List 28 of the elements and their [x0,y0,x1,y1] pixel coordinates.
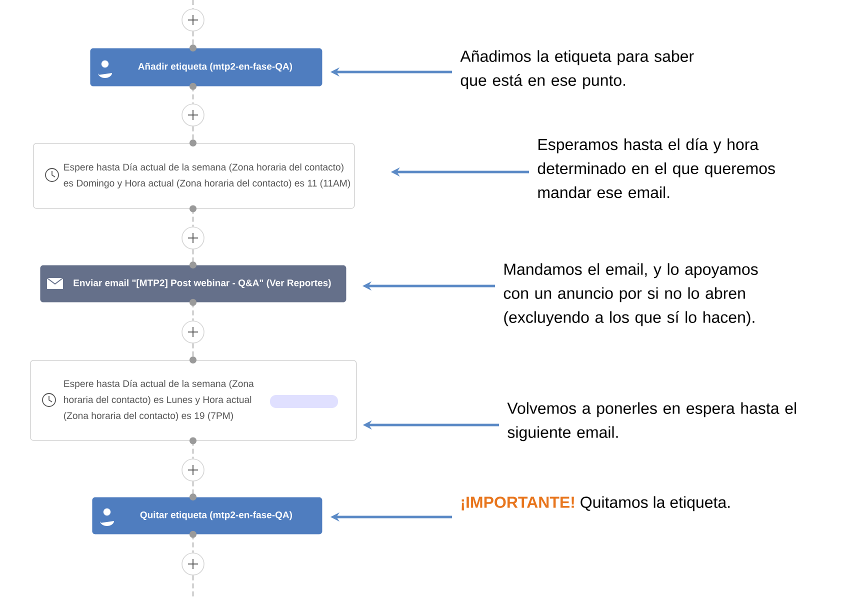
arrow [190,342,196,364]
annotation-text: Mandamos el email, y lo apoyamos con un anuncio por si no lo abren (excluyendo a los que sí lo hacen). [504,263,758,326]
annotation-text: Añadimos la etiqueta para saber que está en ese punto. [460,50,694,90]
add-step-button [182,320,204,344]
arrow [190,205,196,228]
arrow [190,82,196,104]
arrow [190,126,196,146]
add-step-button [182,104,204,126]
wait-box: Espere hasta Día actual de la semana (Zona horaria del contacto) es Lunes y Hora actual (Zona horaria del contacto) es 19 (7PM) [30,360,357,441]
arrow [190,480,196,500]
add-step-button [182,552,204,576]
annotation-text: Esperamos hasta el día y hora determinado en el que queremos mandar ese email. [538,138,775,198]
add-step-button [182,458,204,482]
arrow [190,437,196,460]
wait-box: Espere hasta Día actual de la semana (Zona horaria del contacto) es Domingo y Hora actual (Zona horaria del contacto) es 11 (11AM) [33,143,355,209]
arrow [190,298,196,322]
action-box: Quitar etiqueta (mtp2-en-fase-QA) [92,497,322,534]
flow-line [192,574,194,598]
annotation-text: Volvemos a ponerles en espera hasta el siguiente email. [507,402,796,442]
add-step-button [182,226,204,250]
action-box: Enviar email "[MTP2] Post webinar - Q&A" (Ver Reportes) [40,265,346,302]
arrow [190,530,196,554]
arrow [190,248,196,268]
arrow [190,30,196,52]
add-step-button [182,8,204,32]
action-box: Añadir etiqueta (mtp2-en-fase-QA) [90,48,322,86]
annotation-text: ¡IMPORTANTE! Quitamos la etiqueta. [462,496,730,512]
flow-line [192,0,194,10]
